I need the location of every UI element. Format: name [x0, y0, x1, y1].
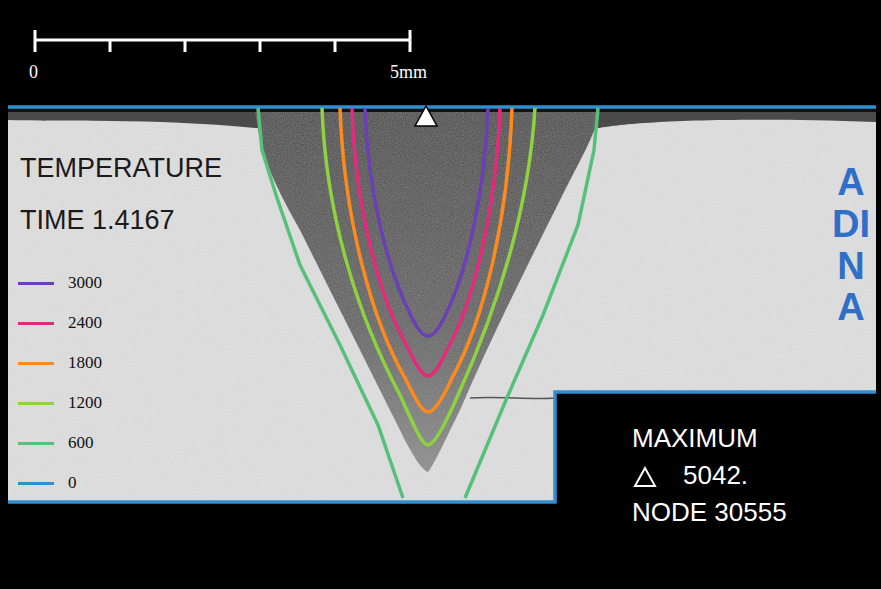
- legend-line: [18, 282, 54, 285]
- maximum-marker: [415, 106, 437, 126]
- fusion-zone: [255, 112, 600, 472]
- scale-label: 0: [29, 62, 38, 83]
- domain-outline: [8, 107, 876, 502]
- legend-line: [18, 442, 54, 445]
- scale-label: 5mm: [390, 62, 427, 83]
- legend-entry: 1200: [18, 393, 102, 413]
- legend-line: [18, 482, 54, 485]
- legend-entry: 1800: [18, 353, 102, 373]
- plot-title: TEMPERATURE: [20, 153, 222, 184]
- legend-label: 0: [68, 473, 77, 493]
- node-label: NODE 30555: [632, 498, 787, 528]
- legend-label: 600: [68, 433, 94, 453]
- legend-entry: 0: [18, 473, 77, 493]
- legend-label: 2400: [68, 313, 102, 333]
- legend-label: 3000: [68, 273, 102, 293]
- legend-line: [18, 402, 54, 405]
- legend-entry: 600: [18, 433, 94, 453]
- legend-entry: 2400: [18, 313, 102, 333]
- legend-label: 1200: [68, 393, 102, 413]
- time-label: TIME 1.4167: [20, 205, 175, 236]
- temperature-contours: [258, 108, 598, 498]
- legend-label: 1800: [68, 353, 102, 373]
- base-metal: [8, 112, 876, 502]
- legend-line: [18, 362, 54, 365]
- software-watermark: ADINA: [832, 162, 870, 329]
- maximum-symbol: [635, 468, 655, 486]
- legend-entry: 3000: [18, 273, 102, 293]
- scale-bar: [35, 30, 410, 52]
- maximum-value: 5042.: [683, 461, 748, 491]
- maximum-label: MAXIMUM: [632, 424, 758, 454]
- crack-line: [470, 397, 555, 398]
- legend-line: [18, 322, 54, 325]
